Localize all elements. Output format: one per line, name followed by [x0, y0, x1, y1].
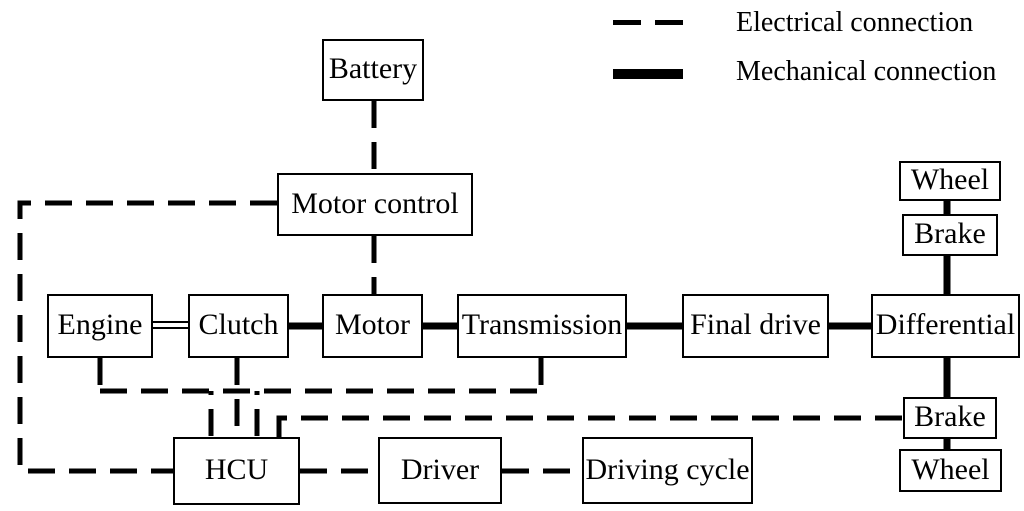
- edge-hcu-to-brake-bottom: [276, 415, 903, 437]
- node-label: Wheel: [910, 163, 990, 196]
- node-brake-top: Brake: [902, 214, 998, 256]
- node-label: Differential: [875, 308, 1016, 341]
- legend-label-electrical: Electrical connection: [736, 7, 974, 38]
- node-label: Driving cycle: [585, 452, 750, 486]
- legend-electrical-sample: [613, 20, 685, 25]
- node-wheel-bottom: Wheel: [899, 449, 1002, 492]
- node-motor: Motor: [322, 294, 423, 358]
- node-transmission: Transmission: [457, 294, 627, 358]
- node-label: Clutch: [198, 308, 279, 341]
- node-label: Transmission: [461, 308, 623, 341]
- node-label: Wheel: [911, 452, 990, 486]
- node-label: Battery: [328, 52, 418, 85]
- node-driving-cycle: Driving cycle: [582, 437, 753, 504]
- node-hcu: HCU: [173, 437, 300, 505]
- node-label: Brake: [914, 400, 986, 433]
- node-wheel-top: Wheel: [899, 161, 1001, 201]
- node-label: Brake: [914, 217, 986, 250]
- legend-mechanical-sample: [613, 69, 683, 79]
- node-final-drive: Final drive: [682, 294, 829, 358]
- node-label: HCU: [204, 453, 269, 486]
- node-motor-control: Motor control: [277, 173, 473, 236]
- node-label: Final drive: [690, 308, 821, 341]
- node-driver: Driver: [378, 437, 502, 504]
- node-clutch: Clutch: [188, 294, 289, 358]
- edge-motor-control-to-hcu: [17, 200, 277, 474]
- node-label: Motor control: [291, 186, 459, 220]
- node-engine: Engine: [47, 294, 153, 358]
- node-label: Motor: [335, 308, 410, 341]
- node-differential: Differential: [871, 294, 1020, 358]
- node-label: Driver: [400, 452, 480, 486]
- node-brake-bottom: Brake: [903, 397, 997, 439]
- legend-label-mechanical: Mechanical connection: [736, 56, 997, 87]
- node-battery: Battery: [322, 39, 424, 101]
- node-label: Engine: [57, 308, 143, 341]
